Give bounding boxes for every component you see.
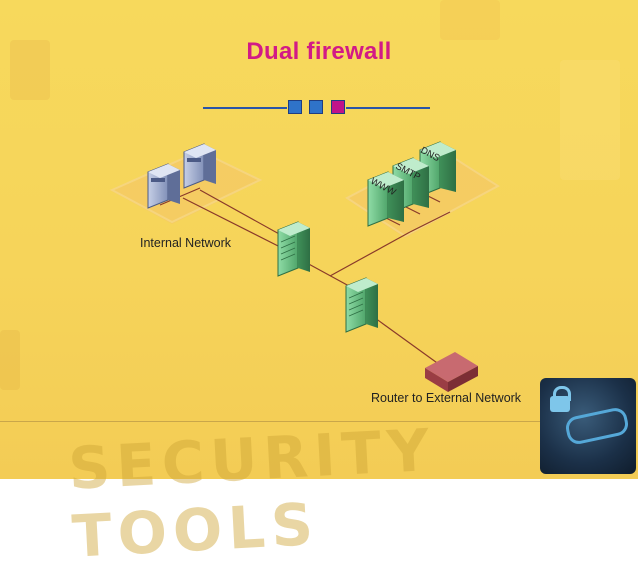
background-blotch: [0, 330, 20, 390]
divider-square-blue: [288, 100, 302, 114]
security-badge-image: [540, 378, 636, 474]
firewall-icon: [277, 221, 310, 277]
title-divider-right: [346, 107, 430, 109]
router-label: Router to External Network: [371, 391, 522, 405]
divider-square-magenta: [331, 100, 345, 114]
background-blotch: [440, 0, 500, 40]
title-divider-left: [203, 107, 287, 109]
server-icon: [367, 171, 404, 227]
badge-ring: [563, 405, 631, 447]
bottom-rule: [0, 421, 560, 422]
internal-network-label: Internal Network: [140, 236, 232, 250]
workstation-icon: [183, 143, 216, 189]
lock-icon: [550, 386, 571, 412]
router-icon: [425, 352, 478, 392]
divider-square-blue: [309, 100, 323, 114]
background-blotch: [10, 40, 50, 100]
firewall-icon: [345, 277, 378, 333]
workstation-icon: [147, 163, 180, 209]
page-title: Dual firewall: [246, 38, 392, 65]
network-diagram: DNS SMTP WWW: [109, 141, 500, 392]
background-blotch: [560, 60, 620, 180]
